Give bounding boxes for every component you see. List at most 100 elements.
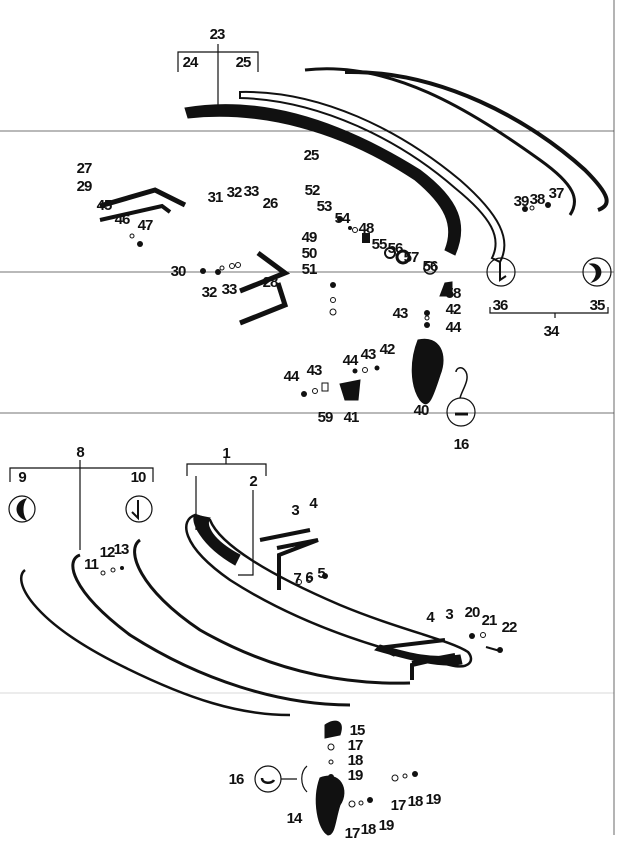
bracket-29: [99, 203, 172, 222]
overrider-14: [315, 775, 345, 836]
rubber-strip-rear: [344, 69, 609, 212]
callout: 9: [18, 469, 26, 486]
callout: 18: [361, 821, 376, 838]
bracket-8: [9, 460, 154, 550]
detail-circle-35: [582, 257, 612, 287]
callout: 59: [318, 409, 333, 426]
bracket-1: [186, 458, 267, 576]
pad-41: [339, 379, 361, 401]
bracket-3-4-left: [259, 528, 319, 590]
front-bumper-assembly: [8, 458, 503, 836]
callout: 7: [293, 570, 301, 587]
callout: 48: [359, 220, 374, 237]
callout: 13: [114, 541, 129, 558]
callout: 46: [115, 211, 130, 228]
callout: 6: [305, 569, 313, 586]
bracket-34: [489, 307, 609, 318]
callouts-bottom: 8 9 10 1 2 3 4 7 6 5 4 3 20 21 22 11 12 …: [18, 444, 518, 842]
callout: 18: [408, 793, 423, 810]
callout: 17: [391, 797, 406, 814]
callout: 25: [304, 147, 319, 164]
bracket-28: [239, 282, 289, 326]
callout: 43: [361, 346, 376, 363]
callout: 29: [77, 178, 92, 195]
small-hardware-bottom: [100, 566, 503, 808]
callout: 36: [493, 297, 508, 314]
callout: 33: [222, 281, 237, 298]
scan-lines: [0, 0, 615, 835]
callout: 56: [423, 258, 438, 275]
callout: 4: [309, 495, 318, 512]
callout: 41: [344, 409, 359, 426]
detail-circle-16-bottom: [254, 765, 308, 793]
rear-bumper-assembly: [99, 44, 612, 427]
callout: 32: [202, 284, 217, 301]
callout: 30: [171, 263, 186, 280]
callout: 1: [222, 445, 230, 462]
callout: 44: [284, 368, 300, 385]
callout: 2: [249, 473, 257, 490]
callout: 55: [372, 236, 387, 253]
callout: 44: [343, 352, 359, 369]
rubber-strip-front: [20, 569, 291, 717]
bracket-3-4-right-shape: [377, 638, 456, 680]
callout: 34: [544, 323, 560, 340]
bumper-rear-inner: [239, 90, 506, 264]
callout: 3: [445, 606, 453, 623]
callout: 15: [350, 722, 365, 739]
callout: 10: [131, 469, 146, 486]
callout: 42: [380, 341, 395, 358]
callout: 32: [227, 184, 242, 201]
small-hardware-top: [129, 202, 551, 397]
callout: 52: [305, 182, 320, 199]
callout: 56: [388, 240, 403, 257]
callout: 37: [549, 185, 564, 202]
callout: 26: [263, 195, 278, 212]
bumper-front: [185, 513, 473, 668]
callout: 19: [379, 817, 394, 834]
callout: 17: [348, 737, 363, 754]
callout: 33: [244, 183, 259, 200]
callout: 31: [208, 189, 223, 206]
callout: 42: [446, 301, 461, 318]
detail-circle-36: [486, 257, 516, 287]
detail-circle-9: [8, 495, 36, 523]
callout: 3: [291, 502, 299, 519]
trim-strip-front: [71, 553, 351, 707]
bumper-front-inner: [133, 538, 411, 685]
callout: 14: [287, 810, 303, 827]
bracket-26: [239, 250, 291, 294]
callout: 47: [138, 217, 153, 234]
callout: 19: [348, 767, 363, 784]
callout: 35: [590, 297, 605, 314]
detail-circle-10: [125, 495, 153, 523]
callout: 21: [482, 612, 497, 629]
callout: 16: [454, 436, 469, 453]
callout: 17: [345, 825, 360, 842]
callout: 16: [229, 771, 244, 788]
callout: 20: [465, 604, 480, 621]
detail-circle-16-top: [446, 367, 476, 427]
callout: 12: [100, 544, 115, 561]
pad-58: [439, 281, 453, 297]
callout: 19: [426, 791, 441, 808]
bracket-23: [177, 44, 259, 112]
callout: 49: [302, 229, 317, 246]
callouts-top: 23 24 25 25 27 29 45 46 47 31 32 33 26 3…: [77, 26, 606, 453]
callout: 38: [530, 191, 545, 208]
callout: 5: [317, 565, 325, 582]
callout: 54: [335, 210, 351, 227]
callout: 4: [426, 609, 435, 626]
callout: 40: [414, 402, 429, 419]
bumper-front-end-left: [193, 514, 241, 566]
callout: 25: [236, 54, 251, 71]
callout: 23: [210, 26, 225, 43]
overrider-40: [411, 338, 444, 405]
callout: 39: [514, 193, 529, 210]
bracket-3-4-right-top: [379, 646, 396, 657]
callout: 51: [302, 261, 317, 278]
bumper-rear-24: [184, 104, 462, 256]
callout: 58: [446, 285, 461, 302]
callout: 43: [393, 305, 408, 322]
